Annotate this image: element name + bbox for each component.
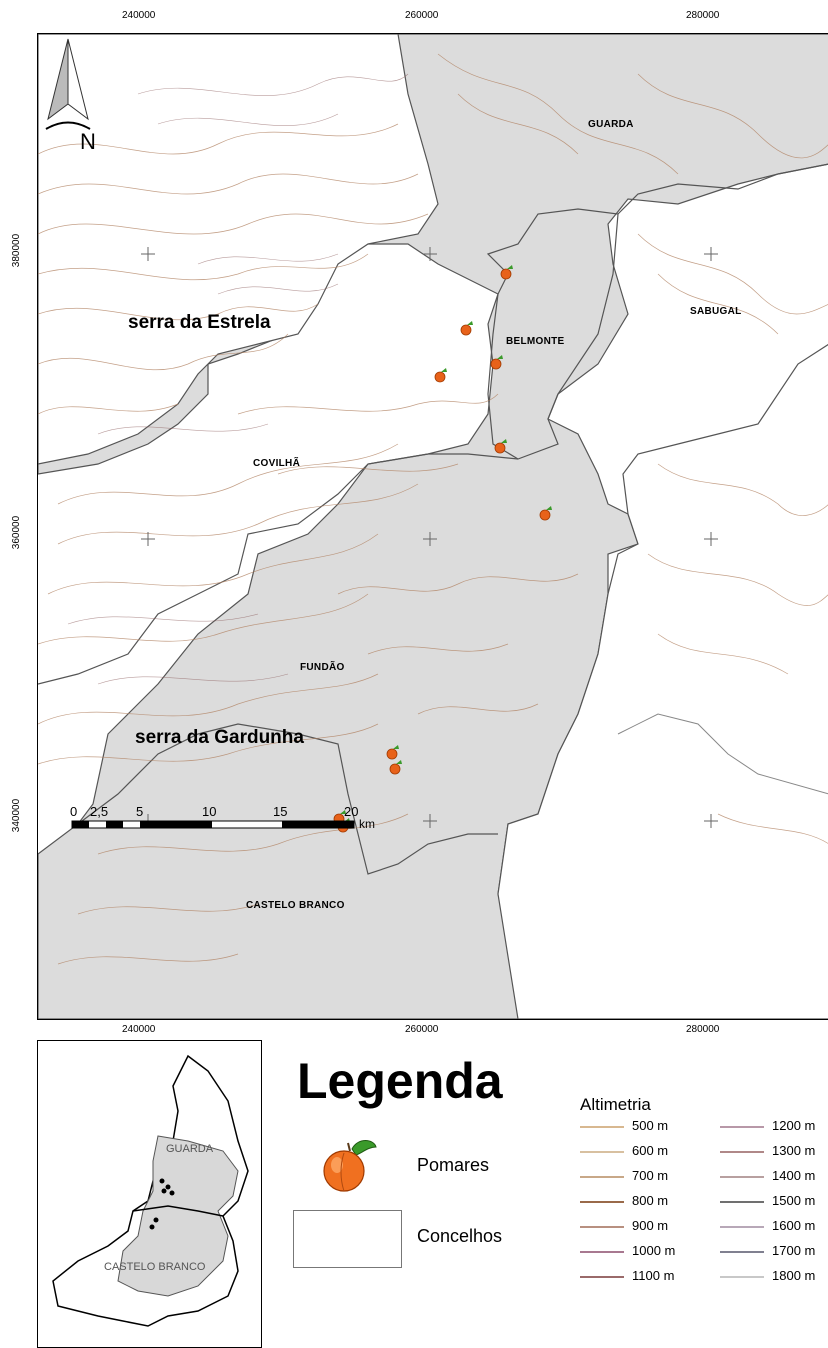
east-boundary <box>617 713 828 795</box>
altimetria-row-high-swatch <box>720 1150 764 1153</box>
altimetria-row-label: 1100 m <box>632 1268 675 1283</box>
covilha-fundao-boundary <box>38 453 519 685</box>
grid-x-label-bottom-260000: 260000 <box>405 1024 439 1035</box>
scale-unit: km <box>359 817 375 831</box>
legend-title: Legenda <box>297 1053 503 1109</box>
altimetria-row-swatch <box>580 1250 624 1253</box>
scale-tick-20: 20 <box>344 804 359 819</box>
scale-tick-2-5: 2,5 <box>90 804 109 819</box>
grid-x-label-bottom-280000: 280000 <box>686 1024 720 1035</box>
altimetria-row-high-1: 1300 m <box>720 1143 815 1158</box>
altimetria-row-5: 1000 m <box>580 1243 675 1258</box>
inset-study-area <box>117 1135 239 1297</box>
altimetria-row-label: 700 m <box>632 1168 669 1183</box>
altimetria-row-high-label: 1300 m <box>772 1143 816 1158</box>
altimetria-title: Altimetria <box>580 1095 651 1114</box>
altimetria-row-1: 600 m <box>580 1143 668 1158</box>
altimetria-row-swatch <box>580 1150 624 1153</box>
altimetria-row-high-swatch <box>720 1225 764 1228</box>
label-covilha: COVILHÃ <box>253 458 301 469</box>
scale-tick-0: 0 <box>70 804 78 819</box>
scale-tick-10: 10 <box>202 804 217 819</box>
estrela-area <box>38 34 439 465</box>
altimetria-row-0: 500 m <box>580 1118 668 1133</box>
map-canvas <box>38 34 828 1019</box>
altimetria-row-label: 800 m <box>632 1193 669 1208</box>
belmonte-boundary <box>486 208 619 460</box>
legend-concelhos-label: Concelhos <box>417 1226 503 1246</box>
right-white-area <box>497 343 828 1019</box>
altimetria-row-high-6: 1800 m <box>720 1268 815 1283</box>
altimetria-row-high-label: 1500 m <box>772 1193 816 1208</box>
label-belmonte: BELMONTE <box>506 336 565 347</box>
guarda-sabugal-boundary <box>617 163 828 215</box>
altimetria-row-high-swatch <box>720 1200 764 1203</box>
scale-tick-15: 15 <box>273 804 288 819</box>
label-fundao: FUNDÃO <box>300 662 345 673</box>
fundao-cb-boundary <box>77 723 498 875</box>
label-serra-gardunha: serra da Gardunha <box>135 727 304 748</box>
altimetria-row-high-4: 1600 m <box>720 1218 815 1233</box>
altimetria-row-high-5: 1700 m <box>720 1243 815 1258</box>
altimetria-row-2: 700 m <box>580 1168 668 1183</box>
inset-label-guarda: GUARDA <box>166 1143 214 1155</box>
altimetria-row-high-0: 1200 m <box>720 1118 815 1133</box>
grid-x-label-top-280000: 280000 <box>686 10 720 21</box>
inset-map-canvas <box>52 1054 249 1327</box>
altimetria-row-high-label: 1200 m <box>772 1118 816 1133</box>
scale-bar-graphic <box>71 820 355 829</box>
altimetria-row-high-swatch <box>720 1250 764 1253</box>
altimetria-row-label: 1000 m <box>632 1243 676 1258</box>
grid-x-label-bottom-240000: 240000 <box>122 1024 156 1035</box>
grid-x-label-top-240000: 240000 <box>122 10 156 21</box>
altimetria-row-high-swatch <box>720 1275 764 1278</box>
grid-x-label-top-260000: 260000 <box>405 10 439 21</box>
inset-mid-boundary <box>132 1205 224 1217</box>
altimetria-row-4: 900 m <box>580 1218 668 1233</box>
altimetria-row-6: 1100 m <box>580 1268 674 1283</box>
north-arrow-icon <box>45 38 91 130</box>
altimetria-row-high-swatch <box>720 1175 764 1178</box>
apricot-icon <box>323 1140 377 1192</box>
north-letter: N <box>80 129 96 154</box>
altimetria-row-swatch <box>580 1275 624 1278</box>
grid-y-label-340000: 340000 <box>11 798 23 833</box>
grid-y-label-380000: 380000 <box>11 233 23 268</box>
altimetria-row-high-label: 1700 m <box>772 1243 816 1258</box>
altimetria-row-high-label: 1800 m <box>772 1268 816 1283</box>
altimetria-row-swatch <box>580 1200 624 1203</box>
altimetria-row-label: 900 m <box>632 1218 669 1233</box>
inset-map: GUARDA CASTELO BRANCO <box>37 1040 262 1348</box>
map-frame[interactable]: N GUARDA SABUGAL BELMONTE COVILHÃ FUNDÃO… <box>37 33 828 1020</box>
contour-lines-dark <box>67 73 409 685</box>
altimetria-row-swatch <box>580 1125 624 1128</box>
inset-label-castelo-branco: CASTELO BRANCO <box>104 1261 206 1273</box>
altimetria-row-high-label: 1400 m <box>772 1168 816 1183</box>
scale-bar: 0 2,5 5 10 15 20 km <box>70 804 400 834</box>
legend-pomares-label: Pomares <box>417 1155 490 1175</box>
altimetria-row-high-3: 1500 m <box>720 1193 815 1208</box>
altimetria-row-label: 600 m <box>632 1143 669 1158</box>
scale-tick-5: 5 <box>136 804 144 819</box>
label-castelo-branco: CASTELO BRANCO <box>246 900 345 911</box>
altimetria-row-high-swatch <box>720 1125 764 1128</box>
inset-orchard-dots <box>149 1178 175 1230</box>
altimetria-row-label: 500 m <box>632 1118 669 1133</box>
altimetria-row-swatch <box>580 1225 624 1228</box>
legend-concelhos-swatch <box>293 1210 402 1268</box>
altimetria-row-high-2: 1400 m <box>720 1168 815 1183</box>
grid-y-label-360000: 360000 <box>11 515 23 550</box>
label-sabugal: SABUGAL <box>690 306 742 317</box>
label-serra-estrela: serra da Estrela <box>128 312 271 333</box>
altimetria-row-swatch <box>580 1175 624 1178</box>
contour-lines <box>38 53 828 965</box>
altimetria-row-high-label: 1600 m <box>772 1218 816 1233</box>
label-guarda: GUARDA <box>588 119 634 130</box>
altimetria-row-3: 800 m <box>580 1193 668 1208</box>
